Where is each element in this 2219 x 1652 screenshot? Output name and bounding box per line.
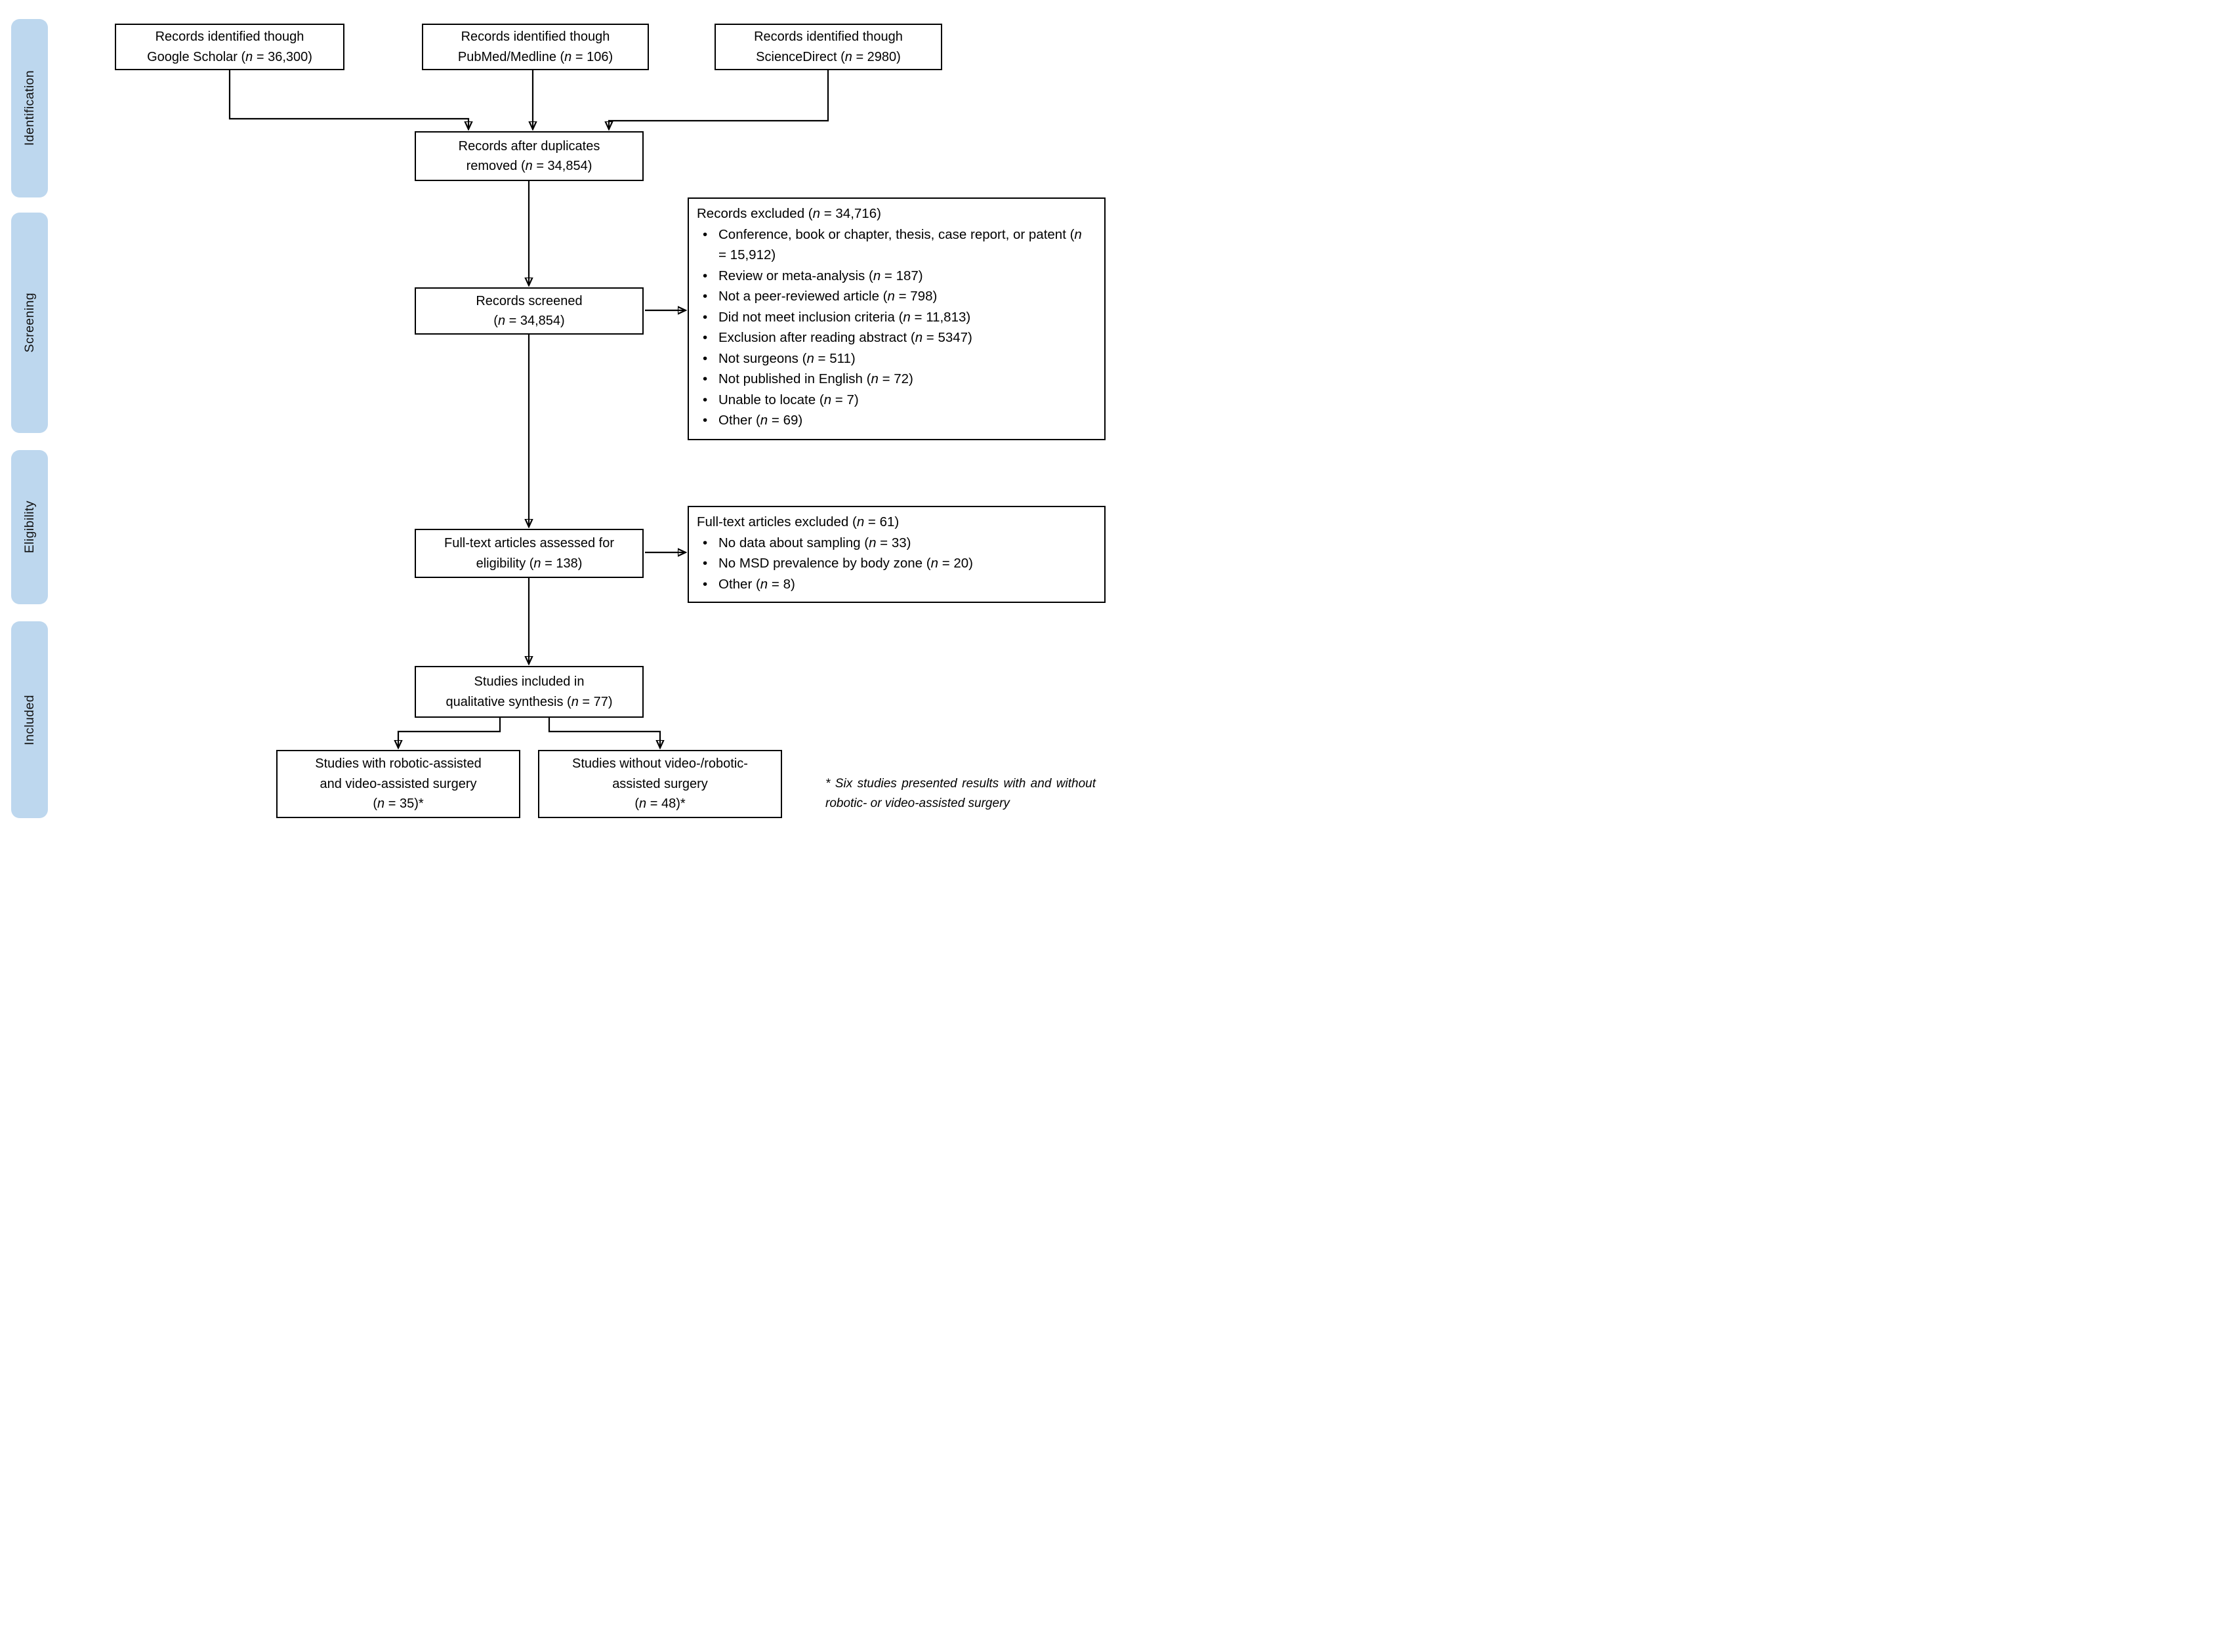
stage-band-screening: Screening	[11, 213, 48, 433]
box-qualitative-synthesis: Studies included in qualitative synthesi…	[415, 666, 644, 718]
box-source-sciencedirect-line1: Records identified though	[754, 30, 903, 44]
box-records-screened-line2: (n = 34,854)	[493, 314, 565, 328]
records-excluded-item: Not surgeons (n = 511)	[697, 348, 1091, 369]
footnote: * Six studies presented results with and…	[825, 777, 1096, 810]
box-without-robotic-line2: assisted surgery	[612, 776, 708, 791]
records-excluded-item: Unable to locate (n = 7)	[697, 390, 1091, 411]
box-source-google-scholar-line1: Records identified though	[155, 30, 304, 44]
box-source-sciencedirect-line2: ScienceDirect (n = 2980)	[756, 49, 901, 64]
records-excluded-title: Records excluded (n = 34,716)	[697, 206, 881, 221]
box-with-robotic-line1: Studies with robotic-assisted	[315, 756, 482, 772]
box-fulltext-assessed: Full-text articles assessed for eligibil…	[415, 529, 644, 578]
box-source-pubmed-medline: Records identified though PubMed/Medline…	[422, 24, 649, 70]
box-qualitative-synthesis-line1: Studies included in	[474, 674, 585, 689]
box-fulltext-assessed-line2: eligibility (n = 138)	[476, 556, 583, 571]
records-excluded-item: Not published in English (n = 72)	[697, 369, 1091, 390]
records-excluded-item: Not a peer-reviewed article (n = 798)	[697, 286, 1091, 307]
box-source-pubmed-medline-line2: PubMed/Medline (n = 106)	[457, 49, 613, 64]
records-excluded-list: Conference, book or chapter, thesis, cas…	[697, 224, 1091, 431]
box-without-robotic-line3: (n = 48)*	[634, 796, 686, 812]
records-excluded-item: Review or meta-analysis (n = 187)	[697, 266, 1091, 287]
fulltext-excluded-title: Full-text articles excluded (n = 61)	[697, 514, 900, 529]
box-duplicates-removed-line2: removed (n = 34,854)	[466, 159, 592, 173]
box-duplicates-removed-line1: Records after duplicates	[458, 138, 600, 154]
box-source-google-scholar-line2: Google Scholar (n = 36,300)	[147, 49, 312, 64]
box-without-robotic-line1: Studies without video-/robotic-	[572, 756, 748, 772]
box-duplicates-removed: Records after duplicates removed (n = 34…	[415, 131, 644, 181]
prisma-flow-diagram: Identification Screening Eligibility Inc…	[0, 0, 1110, 826]
box-fulltext-excluded: Full-text articles excluded (n = 61) No …	[688, 506, 1106, 603]
arrow-synthesis-to-nonrobotic	[548, 718, 660, 748]
records-excluded-item: Other (n = 69)	[697, 410, 1091, 431]
box-qualitative-synthesis-line2: qualitative synthesis (n = 77)	[446, 694, 613, 709]
box-fulltext-assessed-line1: Full-text articles assessed for	[444, 536, 614, 550]
stage-band-eligibility: Eligibility	[11, 450, 48, 604]
records-excluded-item: Conference, book or chapter, thesis, cas…	[697, 224, 1091, 266]
box-records-screened-line1: Records screened	[476, 293, 583, 308]
fulltext-excluded-item: No MSD prevalence by body zone (n = 20)	[697, 553, 1091, 574]
box-with-robotic-line2: and video-assisted surgery	[320, 776, 477, 791]
fulltext-excluded-item: Other (n = 8)	[697, 574, 1091, 595]
box-records-excluded: Records excluded (n = 34,716) Conference…	[688, 197, 1106, 440]
records-excluded-item: Exclusion after reading abstract (n = 53…	[697, 327, 1091, 348]
fulltext-excluded-item: No data about sampling (n = 33)	[697, 533, 1091, 554]
box-with-robotic-assisted: Studies with robotic-assisted and video-…	[276, 750, 520, 818]
records-excluded-item: Did not meet inclusion criteria (n = 11,…	[697, 307, 1091, 328]
box-source-google-scholar: Records identified though Google Scholar…	[115, 24, 344, 70]
arrow-google-to-duplicates	[228, 70, 468, 129]
arrow-synthesis-to-robotic	[398, 718, 501, 748]
box-without-robotic-assisted: Studies without video-/robotic- assisted…	[538, 750, 782, 818]
box-with-robotic-line3: (n = 35)*	[373, 796, 424, 812]
box-records-screened: Records screened (n = 34,854)	[415, 287, 644, 335]
stage-band-identification: Identification	[11, 19, 48, 197]
box-source-pubmed-medline-line1: Records identified though	[461, 30, 610, 44]
connectors-svg	[228, 70, 829, 826]
arrow-sciencedirect-to-duplicates	[609, 70, 829, 129]
fulltext-excluded-list: No data about sampling (n = 33) No MSD p…	[697, 533, 1091, 595]
box-source-sciencedirect: Records identified though ScienceDirect …	[715, 24, 942, 70]
stage-band-included: Included	[11, 621, 48, 818]
